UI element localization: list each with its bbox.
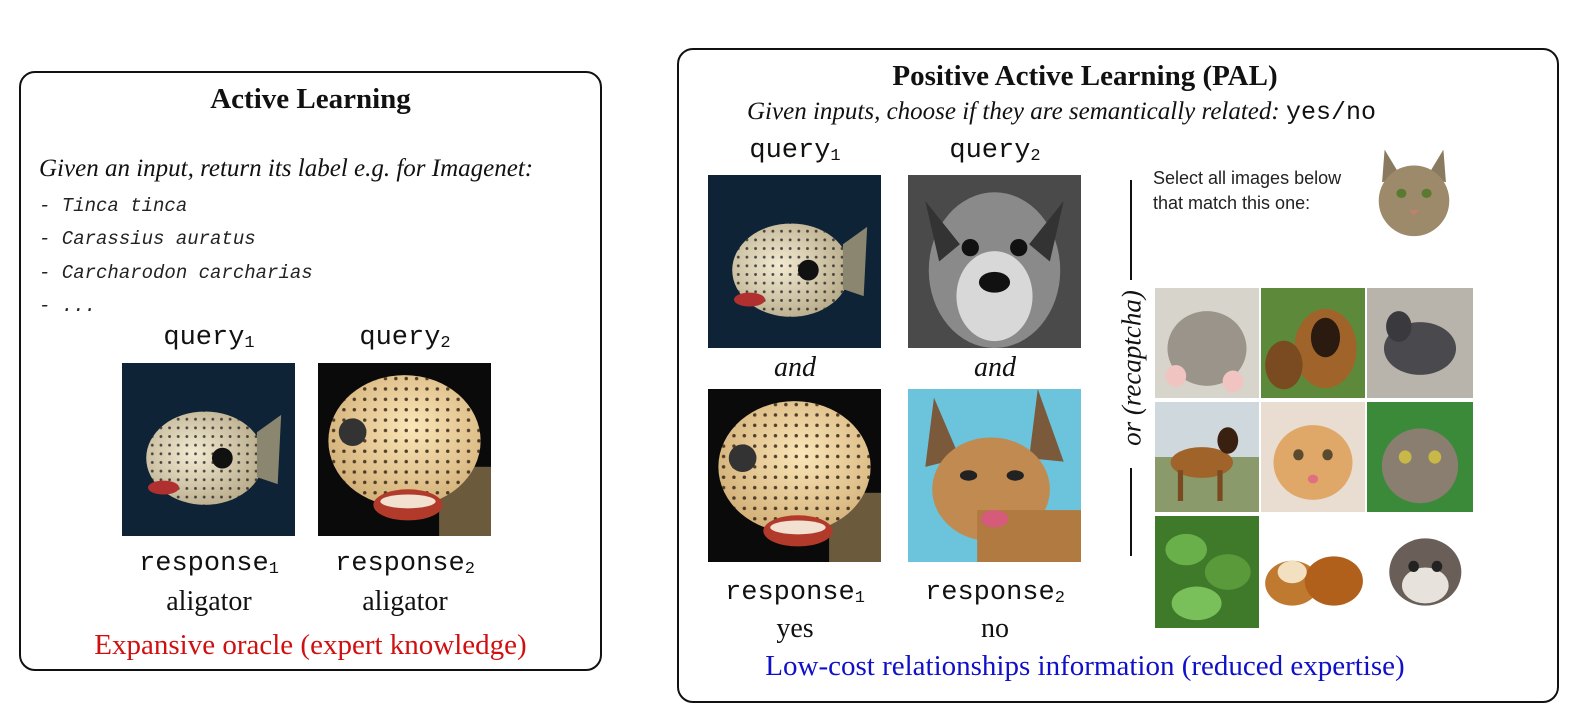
response-1-label: response1 <box>139 549 279 579</box>
label-item: - ... <box>39 295 97 317</box>
grid-german-shepherds-image[interactable] <box>1261 288 1365 398</box>
pufferfish-image-2 <box>318 363 491 536</box>
pal-query-2-label: query2 <box>949 136 1041 166</box>
grid-orange-kitten-image[interactable] <box>1261 402 1365 512</box>
pal-response-1-value: yes <box>776 613 814 644</box>
label-item: - Tinca tinca <box>39 195 188 217</box>
grid-plant-image[interactable] <box>1155 516 1259 628</box>
grid-tabby-kitten-image[interactable] <box>1367 402 1473 512</box>
pal-title: Positive Active Learning (PAL) <box>892 60 1278 92</box>
active-learning-title: Active Learning <box>210 83 411 115</box>
or-divider-line-bottom <box>1130 468 1132 556</box>
pal-pufferfish-image-1 <box>708 175 881 348</box>
active-learning-instruction: Given an input, return its label e.g. fo… <box>39 155 534 182</box>
grid-fluffy-kitten-image[interactable] <box>1367 516 1473 628</box>
dog-image <box>908 175 1081 348</box>
response-2-value: aligator <box>362 586 448 617</box>
or-divider-line-top <box>1130 180 1132 280</box>
grid-kitten-image[interactable] <box>1155 288 1259 398</box>
pal-response-1-label: response1 <box>725 578 865 608</box>
grid-gray-dog-image[interactable] <box>1367 288 1473 398</box>
or-recaptcha-label: or (recaptcha) <box>1116 290 1147 446</box>
and-label-2: and <box>974 352 1016 383</box>
pal-response-2-label: response2 <box>925 578 1065 608</box>
pal-pufferfish-image-2 <box>708 389 881 562</box>
query-2-label: query2 <box>359 323 451 353</box>
label-item: - Carassius auratus <box>39 228 256 250</box>
pal-response-2-value: no <box>981 613 1009 644</box>
label-item: - Carcharodon carcharias <box>39 262 313 284</box>
recaptcha-target-cat-image <box>1372 145 1456 238</box>
grid-shepherd-standing-image[interactable] <box>1155 402 1259 512</box>
pal-panel: Positive Active Learning (PAL) Given inp… <box>677 48 1559 703</box>
pal-instruction: Given inputs, choose if they are semanti… <box>747 98 1376 127</box>
caracal-image <box>908 389 1081 562</box>
pufferfish-image-1 <box>122 363 295 536</box>
query-1-label: query1 <box>163 323 255 353</box>
active-learning-panel: Active Learning Given an input, return i… <box>19 71 602 671</box>
response-2-label: response2 <box>335 549 475 579</box>
response-1-value: aligator <box>166 586 252 617</box>
low-cost-caption: Low-cost relationships information (redu… <box>765 650 1405 682</box>
grid-guinea-pigs-image[interactable] <box>1261 516 1365 628</box>
pal-query-1-label: query1 <box>749 136 841 166</box>
recaptcha-prompt: Select all images below that match this … <box>1153 168 1342 213</box>
and-label-1: and <box>774 352 816 383</box>
expansive-oracle-caption: Expansive oracle (expert knowledge) <box>94 629 527 661</box>
